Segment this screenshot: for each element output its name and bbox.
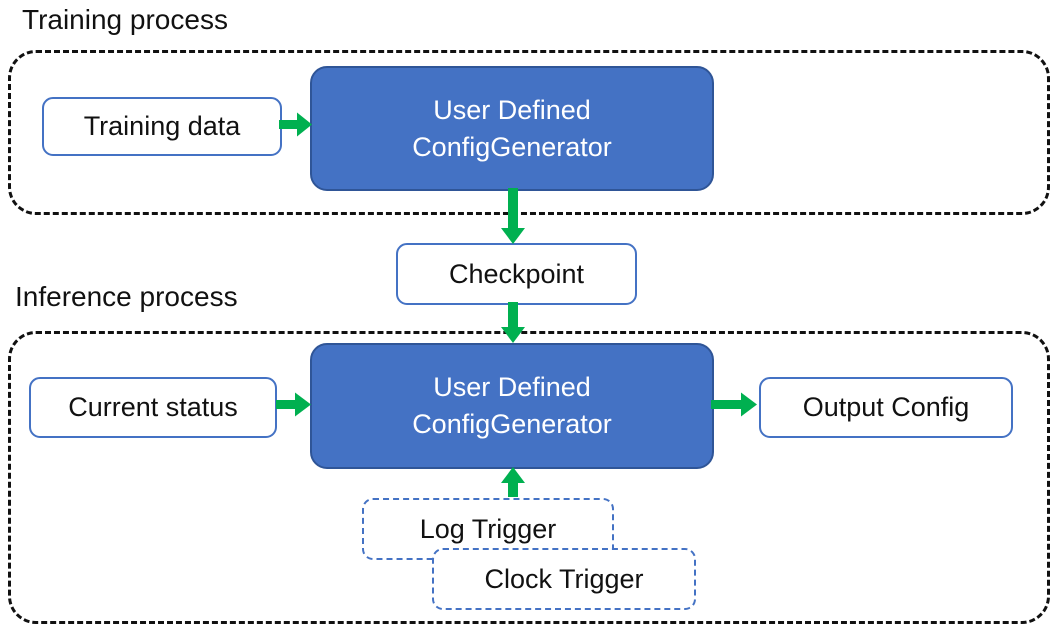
training-generator-line2: ConfigGenerator (412, 131, 612, 162)
current-status-box: Current status (29, 377, 277, 438)
inference-generator-line1: User Defined (433, 372, 591, 402)
training-data-box: Training data (42, 97, 282, 156)
clock-trigger-box: Clock Trigger (432, 548, 696, 610)
training-generator-box: User Defined ConfigGenerator (310, 66, 714, 191)
inference-generator-line2: ConfigGenerator (412, 409, 612, 439)
checkpoint-box: Checkpoint (396, 243, 637, 305)
training-section-label: Training process (22, 4, 228, 35)
training-process-container (8, 50, 1050, 215)
inference-section-label: Inference process (15, 281, 238, 312)
inference-process-container (8, 331, 1050, 624)
output-config-box: Output Config (759, 377, 1013, 438)
training-generator-line1: User Defined (433, 94, 591, 125)
inference-generator-box: User Defined ConfigGenerator (310, 343, 714, 469)
